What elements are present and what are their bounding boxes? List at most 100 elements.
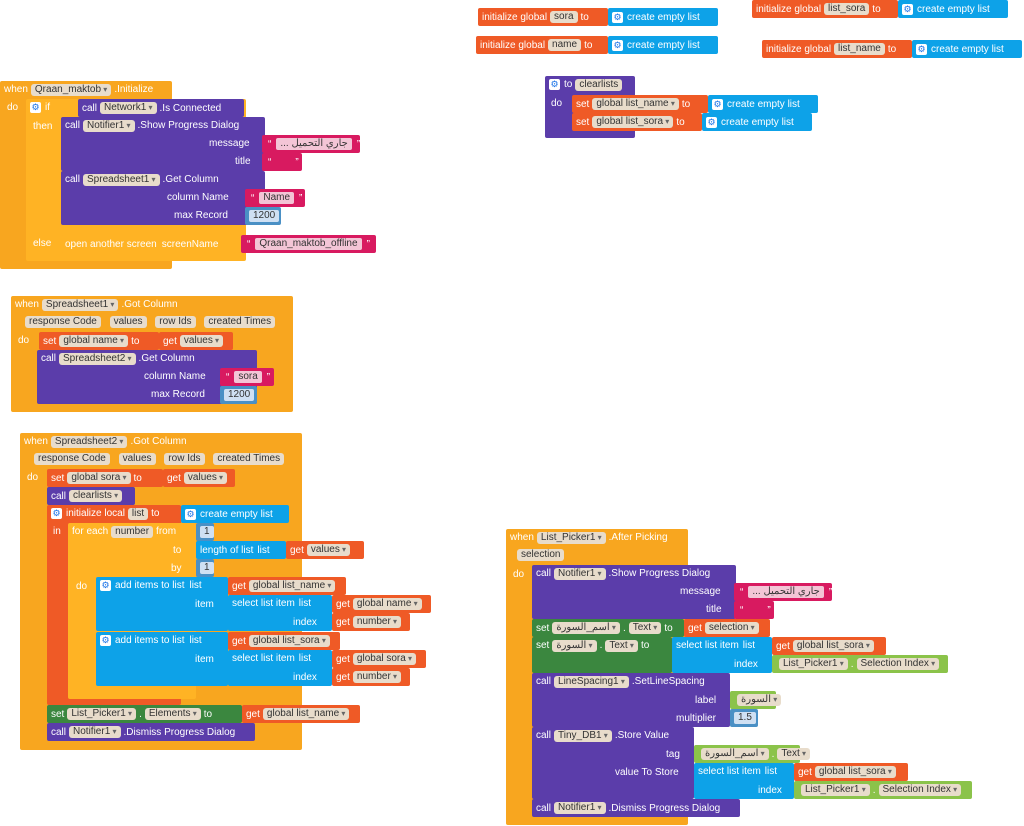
variable-dropdown[interactable]: global name [59, 335, 129, 347]
select-list-item-block[interactable]: select list item list [228, 595, 332, 631]
param-created-times[interactable]: created Times [204, 316, 276, 328]
component-dropdown[interactable]: List_Picker1 [801, 784, 870, 796]
variable-dropdown[interactable]: global list_name [592, 98, 679, 110]
selection-index-block[interactable]: List_Picker1 . Selection Index [794, 781, 972, 799]
screen-name-string[interactable]: “Qraan_maktob_offline” [241, 235, 376, 253]
component-dropdown[interactable]: Network1 [100, 102, 157, 114]
store-value-block[interactable]: call Tiny_DB1 .Store Value [532, 727, 694, 799]
number-value[interactable]: 1 [200, 526, 214, 538]
component-dropdown[interactable]: Qraan_maktob [30, 84, 112, 96]
gear-icon[interactable]: ⚙ [612, 11, 623, 23]
component-dropdown[interactable]: Spreadsheet2 [59, 353, 136, 365]
variable-dropdown[interactable]: global list_sora [592, 116, 674, 128]
component-dropdown[interactable]: LineSpacing1 [554, 676, 629, 688]
gear-icon[interactable]: ⚙ [712, 98, 723, 110]
create-empty-list-block[interactable]: ⚙ create empty list [702, 113, 812, 131]
component-dropdown[interactable]: اسم_السورة [552, 622, 620, 634]
max-record-number[interactable]: 1200 [220, 386, 257, 404]
variable-dropdown[interactable]: global sora [352, 653, 417, 665]
component-dropdown[interactable]: اسم_السورة [701, 748, 769, 760]
variable-dropdown[interactable]: values [306, 544, 351, 556]
get-values-block[interactable]: get values [163, 469, 235, 487]
procedure-name[interactable]: clearlists [575, 79, 623, 91]
component-dropdown[interactable]: Spreadsheet2 [50, 436, 128, 448]
show-progress-dialog-block[interactable]: call Notifier1 .Show Progress Dialog [61, 117, 265, 171]
select-list-item-block[interactable]: select list item list [228, 650, 332, 686]
get-number-block[interactable]: get number [332, 613, 410, 631]
init-global-sora-block[interactable]: initialize global sora to [478, 8, 608, 26]
create-empty-list-block[interactable]: ⚙ create empty list [912, 40, 1022, 58]
message-string[interactable]: “... جاري التحميل” [262, 135, 360, 153]
variable-dropdown[interactable]: number [352, 616, 402, 628]
param-selection[interactable]: selection [517, 549, 565, 561]
string-value[interactable]: sora [234, 371, 262, 383]
number-value[interactable]: 1 [200, 562, 214, 574]
init-global-list-sora-block[interactable]: initialize global list_sora to [752, 0, 898, 18]
component-dropdown[interactable]: Notifier1 [554, 802, 606, 814]
component-dropdown[interactable]: List_Picker1 [67, 708, 137, 720]
create-empty-list-block[interactable]: ⚙ create empty list [608, 36, 718, 54]
gear-icon[interactable]: ⚙ [916, 43, 927, 55]
component-dropdown[interactable]: List_Picker1 [779, 658, 848, 670]
param-row-ids[interactable]: row Ids [164, 453, 205, 465]
title-string[interactable]: “” [734, 601, 774, 619]
max-record-number[interactable]: 1200 [245, 207, 281, 225]
gear-icon[interactable]: ⚙ [612, 39, 623, 51]
set-global-name-block[interactable]: set global name to [39, 332, 159, 350]
set-surah-text-block[interactable]: set السورة . Text to [532, 637, 672, 673]
init-global-name-block[interactable]: initialize global name to [476, 36, 608, 54]
create-empty-list-block[interactable]: ⚙ create empty list [708, 95, 818, 113]
get-values-block[interactable]: get values [159, 332, 233, 350]
column-name-string[interactable]: “Name” [245, 189, 305, 207]
param-values[interactable]: values [118, 453, 156, 465]
dismiss-progress-dialog-block[interactable]: call Notifier1 .Dismiss Progress Dialog [532, 799, 740, 817]
param-response-code[interactable]: response Code [25, 316, 101, 328]
multiplier-number[interactable]: 1.5 [730, 709, 758, 727]
set-global-list-sora-block[interactable]: set global list_sora to [572, 113, 702, 131]
create-empty-list-block[interactable]: ⚙ create empty list [898, 0, 1008, 18]
param-values[interactable]: values [109, 316, 147, 328]
by-number[interactable]: 1 [196, 559, 214, 577]
get-selection-block[interactable]: get selection [684, 619, 770, 637]
gear-icon[interactable]: ⚙ [51, 508, 62, 519]
number-value[interactable]: 1.5 [734, 712, 756, 724]
variable-dropdown[interactable]: global list_sora [792, 640, 874, 652]
variable-dropdown[interactable]: global sora [67, 472, 131, 484]
set-line-spacing-block[interactable]: call LineSpacing1 .SetLineSpacing [532, 673, 730, 727]
component-dropdown[interactable]: Tiny_DB1 [554, 730, 612, 742]
string-value[interactable]: ... جاري التحميل [748, 586, 824, 598]
procedure-dropdown[interactable]: clearlists [69, 490, 123, 502]
set-surah-name-text-block[interactable]: set اسم_السورة . Text to [532, 619, 684, 637]
variable-dropdown[interactable]: global list_sora [814, 766, 896, 778]
component-dropdown[interactable]: List_Picker1 [536, 532, 606, 544]
select-list-item-block[interactable]: select list item list [672, 637, 772, 673]
gear-icon[interactable]: ⚙ [902, 3, 913, 15]
gear-icon[interactable]: ⚙ [185, 508, 196, 520]
property-dropdown[interactable]: Text [777, 748, 810, 760]
get-column-block[interactable]: call Spreadsheet1 .Get Column [61, 171, 265, 225]
param-response-code[interactable]: response Code [34, 453, 110, 465]
init-global-list-name-block[interactable]: initialize global list_name to [762, 40, 912, 58]
variable-dropdown[interactable]: values [183, 472, 228, 484]
from-number[interactable]: 1 [196, 523, 214, 541]
number-value[interactable]: 1200 [249, 210, 280, 222]
gear-icon[interactable]: ⚙ [100, 580, 111, 591]
length-of-list-block[interactable]: length of list list [196, 541, 286, 559]
get-values-block[interactable]: get values [286, 541, 364, 559]
message-string[interactable]: “... جاري التحميل” [734, 583, 832, 601]
component-dropdown[interactable]: Notifier1 [69, 726, 121, 738]
get-global-list-sora-block[interactable]: get global list_sora [794, 763, 908, 781]
gear-icon[interactable]: ⚙ [30, 102, 41, 113]
create-empty-list-block[interactable]: ⚙ create empty list [608, 8, 718, 26]
selection-index-block[interactable]: List_Picker1 . Selection Index [772, 655, 948, 673]
show-progress-dialog-block[interactable]: call Notifier1 .Show Progress Dialog [532, 565, 736, 619]
get-number-block[interactable]: get number [332, 668, 410, 686]
component-dropdown[interactable]: السورة [737, 694, 782, 706]
get-global-name-block[interactable]: get global name [332, 595, 431, 613]
param-row-ids[interactable]: row Ids [155, 316, 196, 328]
local-var-name[interactable]: list [127, 508, 149, 520]
get-global-list-name-block[interactable]: get global list_name [242, 705, 360, 723]
add-items-block-1[interactable]: ⚙ add items to list list [96, 577, 228, 631]
global-list-name-name[interactable]: list_name [834, 43, 885, 55]
component-dropdown[interactable]: السورة [552, 640, 597, 652]
